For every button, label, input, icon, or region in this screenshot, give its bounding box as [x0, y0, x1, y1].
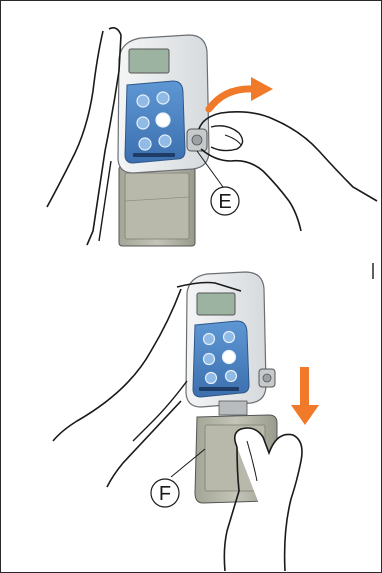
down-arrow-icon	[291, 367, 319, 425]
panel-bottom: F	[53, 272, 319, 571]
pump-device	[118, 35, 209, 173]
curved-arrow-icon	[209, 77, 273, 109]
keypad	[125, 81, 185, 163]
callout-label-f: F	[159, 483, 171, 505]
panel-top: E	[47, 28, 377, 246]
callout-label-e: E	[218, 191, 231, 213]
pump-device-lower	[186, 272, 275, 415]
display-screen	[129, 49, 169, 73]
cassette	[119, 166, 195, 246]
